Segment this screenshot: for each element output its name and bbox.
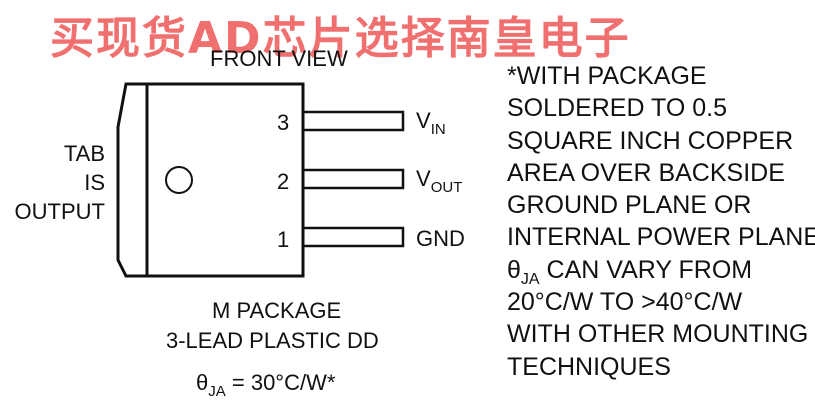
tab-label-line1: TAB <box>63 141 105 166</box>
tab-label-line3: OUTPUT <box>14 199 105 224</box>
footnote-line: TECHNIQUES <box>507 352 671 381</box>
pin-name-gnd: GND <box>416 226 465 251</box>
footnote-line: AREA OVER BACKSIDE <box>507 158 785 187</box>
lead-1 <box>301 226 405 248</box>
footnote-line: SOLDERED TO 0.5 <box>507 94 727 123</box>
package-tab-outline <box>116 82 149 278</box>
pin-number-2: 2 <box>277 169 290 194</box>
pin-number-3: 3 <box>277 110 290 135</box>
footnote-theta-line: θJA CAN VARY FROM <box>507 255 753 288</box>
footnote-line: INTERNAL POWER PLANE. <box>507 223 815 252</box>
tab-label-line2: IS <box>84 170 105 195</box>
package-caption-line2: 3-LEAD PLASTIC DD <box>166 328 379 353</box>
package-theta-ja: θJA = 30°C/W* <box>196 370 336 401</box>
lead-2 <box>301 168 405 190</box>
pin-name-vout: VOUT <box>416 166 463 197</box>
mounting-hole <box>165 166 193 194</box>
footnote-line: SQUARE INCH COPPER <box>507 126 794 155</box>
watermark-text: 买现货AD芯片选择南皇电子 <box>50 13 631 64</box>
pin-name-vin: VIN <box>416 108 446 139</box>
footnote-line: GROUND PLANE OR <box>507 191 752 220</box>
package-caption-line1: M PACKAGE <box>212 298 342 323</box>
front-view-label: FRONT VIEW <box>210 46 348 71</box>
footnote-line: 20°C/W TO >40°C/W <box>507 288 743 317</box>
pin-number-1: 1 <box>277 227 290 252</box>
footnote-line: WITH OTHER MOUNTING <box>507 320 809 349</box>
lead-3 <box>301 110 405 132</box>
footnote: *WITH PACKAGE SOLDERED TO 0.5 SQUARE INC… <box>507 60 815 383</box>
footnote-line: *WITH PACKAGE <box>507 62 707 90</box>
